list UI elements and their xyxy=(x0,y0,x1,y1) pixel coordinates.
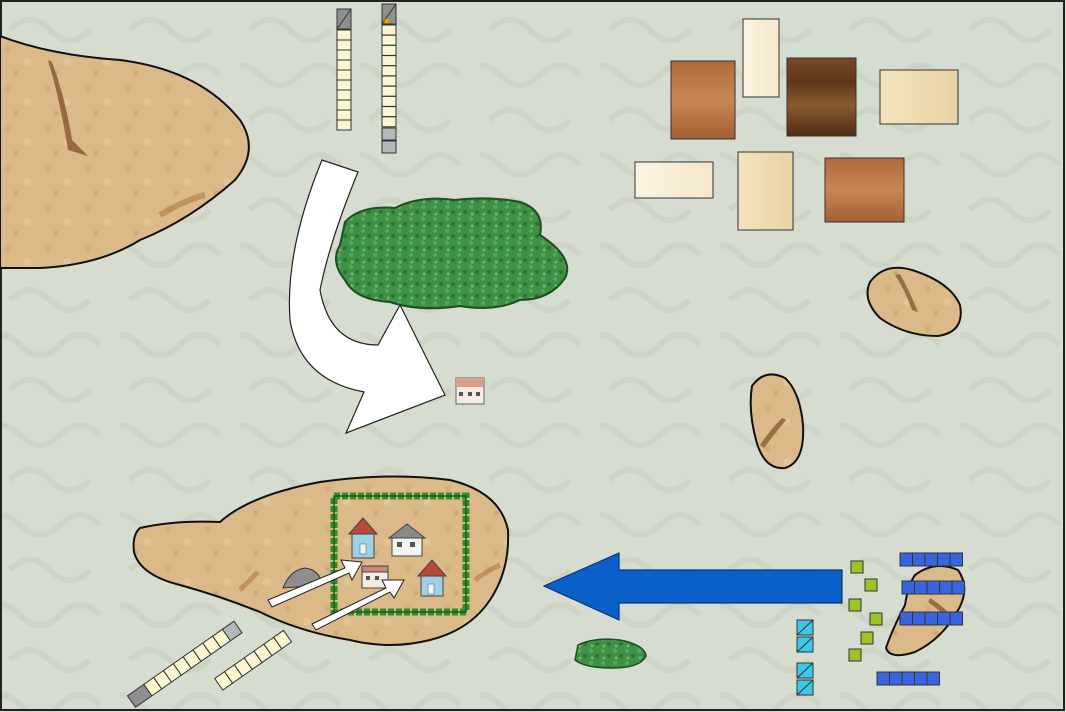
blue-unit-counter[interactable] xyxy=(914,671,928,686)
cyan-unit-mark xyxy=(796,662,814,679)
hill-right-upper xyxy=(866,266,962,338)
column-counter[interactable] xyxy=(336,99,352,111)
column-counter[interactable] xyxy=(336,59,352,71)
blue-unit-counter[interactable] xyxy=(876,671,890,686)
blue-unit-counter[interactable] xyxy=(926,580,940,595)
skirmisher-counter[interactable] xyxy=(869,612,883,626)
blue-unit-counter[interactable] xyxy=(949,611,963,626)
blue-unit-counter[interactable] xyxy=(899,552,913,567)
house-icon[interactable] xyxy=(455,377,485,405)
column-counter[interactable] xyxy=(381,127,397,141)
blue-unit-counter[interactable] xyxy=(899,611,913,626)
skirmisher-counter[interactable] xyxy=(848,648,862,662)
column-counter[interactable] xyxy=(336,109,352,121)
blue-unit-counter[interactable] xyxy=(939,580,953,595)
column-counter[interactable] xyxy=(381,55,397,67)
column-counter[interactable] xyxy=(381,75,397,87)
column-counter[interactable] xyxy=(381,140,397,154)
fish-fossil-icon xyxy=(48,60,88,156)
column-counter[interactable] xyxy=(336,29,352,41)
blue-unit-counter[interactable] xyxy=(951,580,965,595)
column-counter[interactable] xyxy=(381,44,397,56)
blue-unit-counter[interactable] xyxy=(924,552,938,567)
column-counter[interactable] xyxy=(381,65,397,77)
column-counter[interactable] xyxy=(336,89,352,101)
skirmisher-counter[interactable] xyxy=(850,560,864,574)
blue-unit-counter[interactable] xyxy=(926,671,940,686)
column-counter[interactable] xyxy=(381,24,397,36)
house-icon[interactable] xyxy=(361,565,389,589)
house-icon[interactable] xyxy=(387,523,427,557)
blue-unit-counter[interactable] xyxy=(912,611,926,626)
fossil-streak xyxy=(238,570,260,592)
column-counter[interactable] xyxy=(336,49,352,61)
forest-center xyxy=(335,197,569,310)
house-icon[interactable] xyxy=(347,517,379,559)
blue-unit-counter[interactable] xyxy=(924,611,938,626)
fossil-streak xyxy=(473,562,501,582)
hill-right-middle xyxy=(749,373,805,470)
column-counter[interactable] xyxy=(336,39,352,51)
attack-arrow-curved xyxy=(288,159,446,435)
blue-unit-counter[interactable] xyxy=(912,552,926,567)
terrain-blocks xyxy=(634,18,959,231)
fossil-streak xyxy=(158,192,206,218)
unit-layer xyxy=(126,3,965,708)
fish-fossil-icon xyxy=(895,274,918,312)
column-counter[interactable] xyxy=(381,116,397,128)
hedge-enclosure xyxy=(330,492,470,616)
column-counter[interactable] xyxy=(336,79,352,91)
blue-unit-counter[interactable] xyxy=(914,580,928,595)
column-counter[interactable] xyxy=(381,95,397,107)
column-counter[interactable] xyxy=(336,119,352,131)
column-counter[interactable] xyxy=(272,629,293,650)
cyan-unit-mark xyxy=(796,636,814,653)
blue-unit-counter[interactable] xyxy=(937,552,951,567)
hill-village xyxy=(132,475,510,646)
forest-small xyxy=(574,638,647,669)
column-counter[interactable] xyxy=(221,620,243,642)
blue-unit-counter[interactable] xyxy=(937,611,951,626)
blue-unit-counter[interactable] xyxy=(901,671,915,686)
hill-top-left xyxy=(0,34,250,269)
blue-unit-counter[interactable] xyxy=(889,671,903,686)
column-counter[interactable] xyxy=(381,106,397,118)
cyan-unit-mark xyxy=(796,679,814,696)
blue-unit-counter[interactable] xyxy=(949,552,963,567)
column-counter[interactable] xyxy=(381,85,397,97)
attack-arrow-small xyxy=(267,559,363,608)
blue-unit-counter[interactable] xyxy=(901,580,915,595)
attack-arrow-blue xyxy=(542,552,843,621)
column-head-mark xyxy=(381,3,397,25)
column-counter[interactable] xyxy=(336,69,352,81)
cyan-unit-mark xyxy=(796,619,814,636)
skirmisher-counter[interactable] xyxy=(860,631,874,645)
leader-marker-icon xyxy=(384,18,390,24)
attack-arrow-small xyxy=(311,579,405,631)
column-counter[interactable] xyxy=(381,34,397,46)
skirmisher-counter[interactable] xyxy=(848,598,862,612)
column-head-mark xyxy=(336,8,352,30)
fish-fossil-icon xyxy=(760,418,786,448)
skirmisher-counter[interactable] xyxy=(864,578,878,592)
house-icon[interactable] xyxy=(416,559,448,597)
